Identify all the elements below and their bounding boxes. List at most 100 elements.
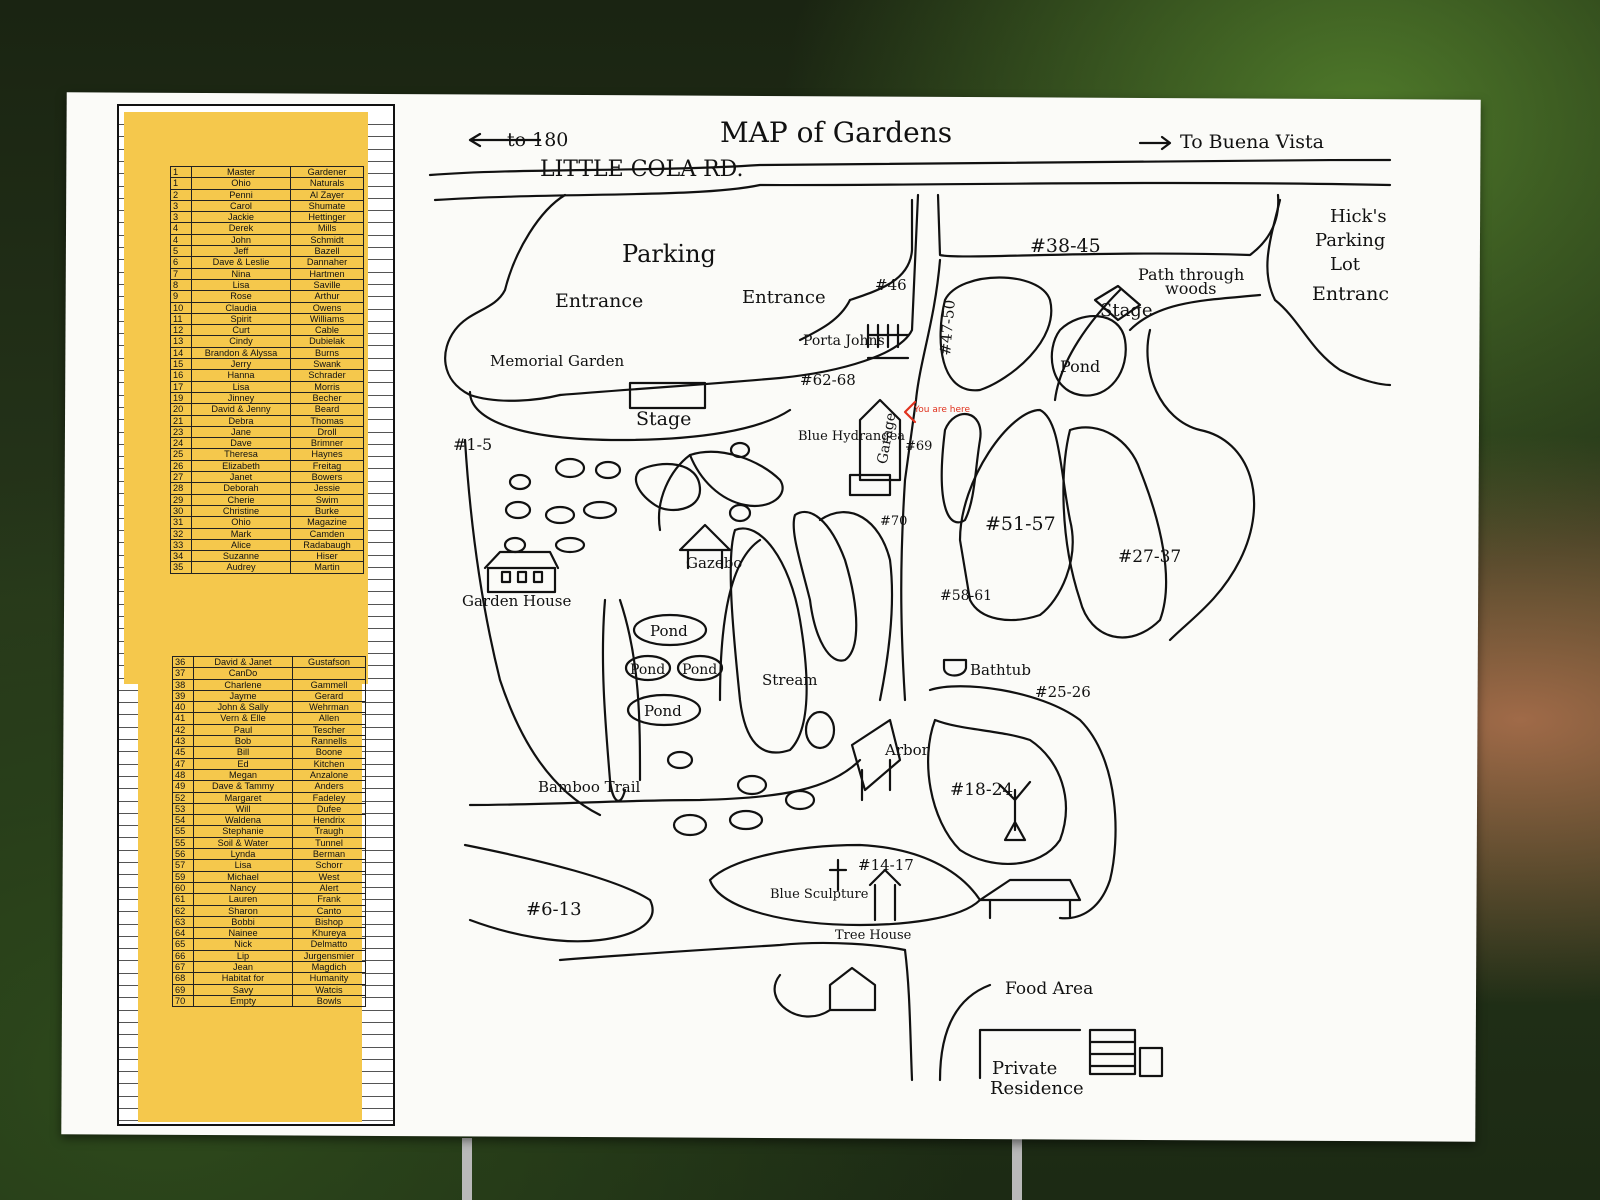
roster-num: 57 (172, 859, 194, 872)
roster-num: 3 (170, 211, 192, 224)
roster-last: Hettinger (290, 211, 364, 224)
roster-num: 47 (172, 757, 194, 770)
roster-num: 56 (172, 848, 194, 861)
roster-last: Jurgensmier (292, 949, 366, 963)
roster-num: 43 (172, 735, 194, 748)
roster-first: John & Sally (193, 701, 293, 714)
roster-num: 20 (170, 403, 192, 416)
garden-map: MAP of Gardens to 180 To Buena Vista LIT… (428, 116, 1392, 1099)
roster-first: Carol (191, 199, 291, 213)
roster-last: Burns (290, 346, 364, 360)
right-arrow-icon (1138, 135, 1172, 151)
roster-last: Shumate (290, 199, 364, 213)
label-pond-top: Pond (1060, 357, 1100, 376)
roster-last: Schorr (292, 859, 366, 872)
label-pond-4: Pond (644, 702, 682, 720)
bathtub-icon (942, 658, 968, 677)
roster-first: Ed (193, 757, 293, 770)
roster-last: Martin (290, 561, 364, 574)
roster-last: Arthur (290, 290, 364, 303)
roster-last: Radabaugh (290, 538, 364, 552)
map-title: MAP of Gardens (720, 116, 952, 149)
stage-diamond-icon (1093, 284, 1142, 322)
roster-first: Will (193, 802, 293, 816)
roster-first: David & Jenny (191, 403, 291, 416)
roster-first: Elizabeth (191, 459, 291, 473)
roster-last: Brimner (290, 437, 364, 450)
roster-num: 26 (170, 459, 192, 473)
roster-last: Gardener (290, 165, 364, 179)
roster-num: 25 (170, 448, 192, 461)
roster-first: Audrey (191, 561, 291, 574)
roster-last: Traugh (292, 825, 366, 838)
roster-last: Hiser (290, 550, 364, 563)
roster-first: Jayme (193, 689, 293, 703)
roster-first: Empty (193, 994, 293, 1008)
roster-last: Al Zayer (290, 188, 364, 201)
roster-first: Derek (191, 222, 291, 235)
roster-last: Burke (290, 504, 364, 518)
roster-first: Vern & Elle (193, 712, 293, 725)
roster-num: 30 (170, 504, 192, 518)
roster-num: 16 (170, 369, 192, 382)
roster-last: Droll (290, 425, 364, 439)
roster-first: Lisa (191, 380, 291, 393)
roster-last: Swim (290, 493, 364, 506)
roster-last: Khureya (292, 927, 366, 940)
roster-num: 69 (172, 983, 194, 996)
roster-num: 38 (172, 678, 194, 691)
roster-first: Waldena (193, 814, 293, 827)
roster-num: 35 (170, 561, 192, 574)
roster-first: Jean (193, 961, 293, 974)
label-stage-2: Stage (1100, 300, 1152, 321)
roster-num: 41 (172, 712, 194, 725)
roster-last: Bishop (292, 915, 366, 929)
roster-num: 62 (172, 904, 194, 917)
roster-num: 67 (172, 961, 194, 974)
roster-first: Alice (191, 538, 291, 552)
roster-num: 1 (170, 177, 192, 190)
roster-num: 55 (172, 825, 194, 838)
roster-last: Alert (292, 881, 366, 895)
roster-first: Savy (193, 983, 293, 996)
roster-first: Nina (191, 267, 291, 280)
roster-num: 54 (172, 814, 194, 827)
roster-first: Habitat for (193, 972, 293, 985)
cottage-icon (828, 966, 877, 1012)
roster-first: Suzanne (191, 550, 291, 563)
roster-first: Charlene (193, 678, 293, 691)
roster-first: Dave (191, 437, 291, 450)
tree-house-icon (868, 868, 902, 922)
gazebo-icon (678, 523, 732, 570)
label-entrance-3: Entranc (1312, 283, 1389, 305)
roster-num: 14 (170, 346, 192, 360)
porta-johns-icon (866, 323, 910, 360)
roster-num: 5 (170, 245, 192, 258)
roster-num: 21 (170, 414, 192, 427)
roster-first: Penni (191, 188, 291, 201)
roster-header-row: 1 Master Gardener (170, 165, 364, 179)
roster-last: Frank (292, 893, 366, 906)
roster-last: West (292, 870, 366, 883)
roster-last: Bowers (290, 471, 364, 484)
